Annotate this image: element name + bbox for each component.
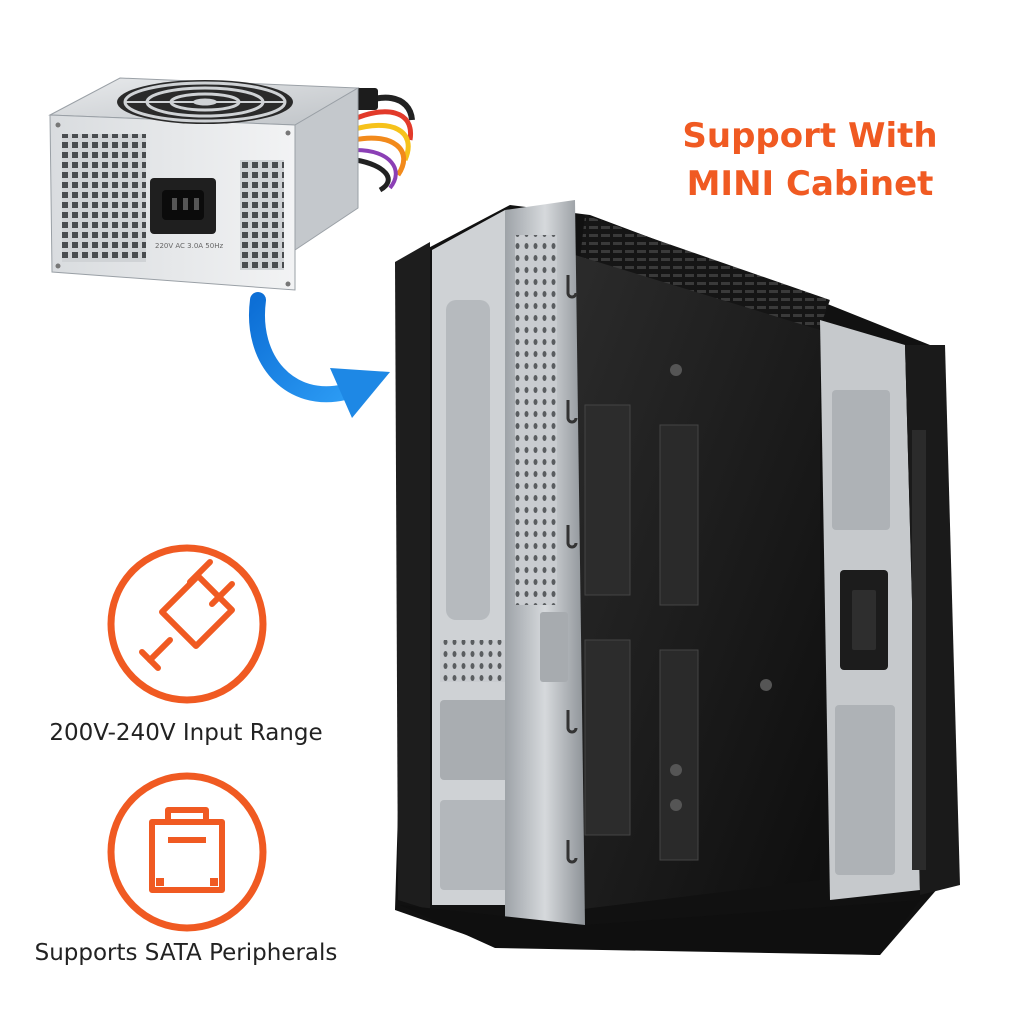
headline-line2: MINI Cabinet xyxy=(686,164,934,204)
psu-image: 220V AC 3.0A 50Hz xyxy=(48,77,415,291)
headline: Support With MINI Cabinet xyxy=(640,112,980,208)
sata-feature-icon xyxy=(107,772,267,932)
psu-rating-text: 220V AC 3.0A 50Hz xyxy=(155,242,223,250)
cabinet-image xyxy=(395,200,960,955)
feature-label-input-range: 200V-240V Input Range xyxy=(49,720,323,746)
headline-line1: Support With xyxy=(682,116,938,156)
arrow-icon xyxy=(249,292,390,418)
plug-feature-icon xyxy=(107,544,267,704)
feature-label-sata: Supports SATA Peripherals xyxy=(34,940,338,966)
psu-fan-icon xyxy=(117,80,293,124)
